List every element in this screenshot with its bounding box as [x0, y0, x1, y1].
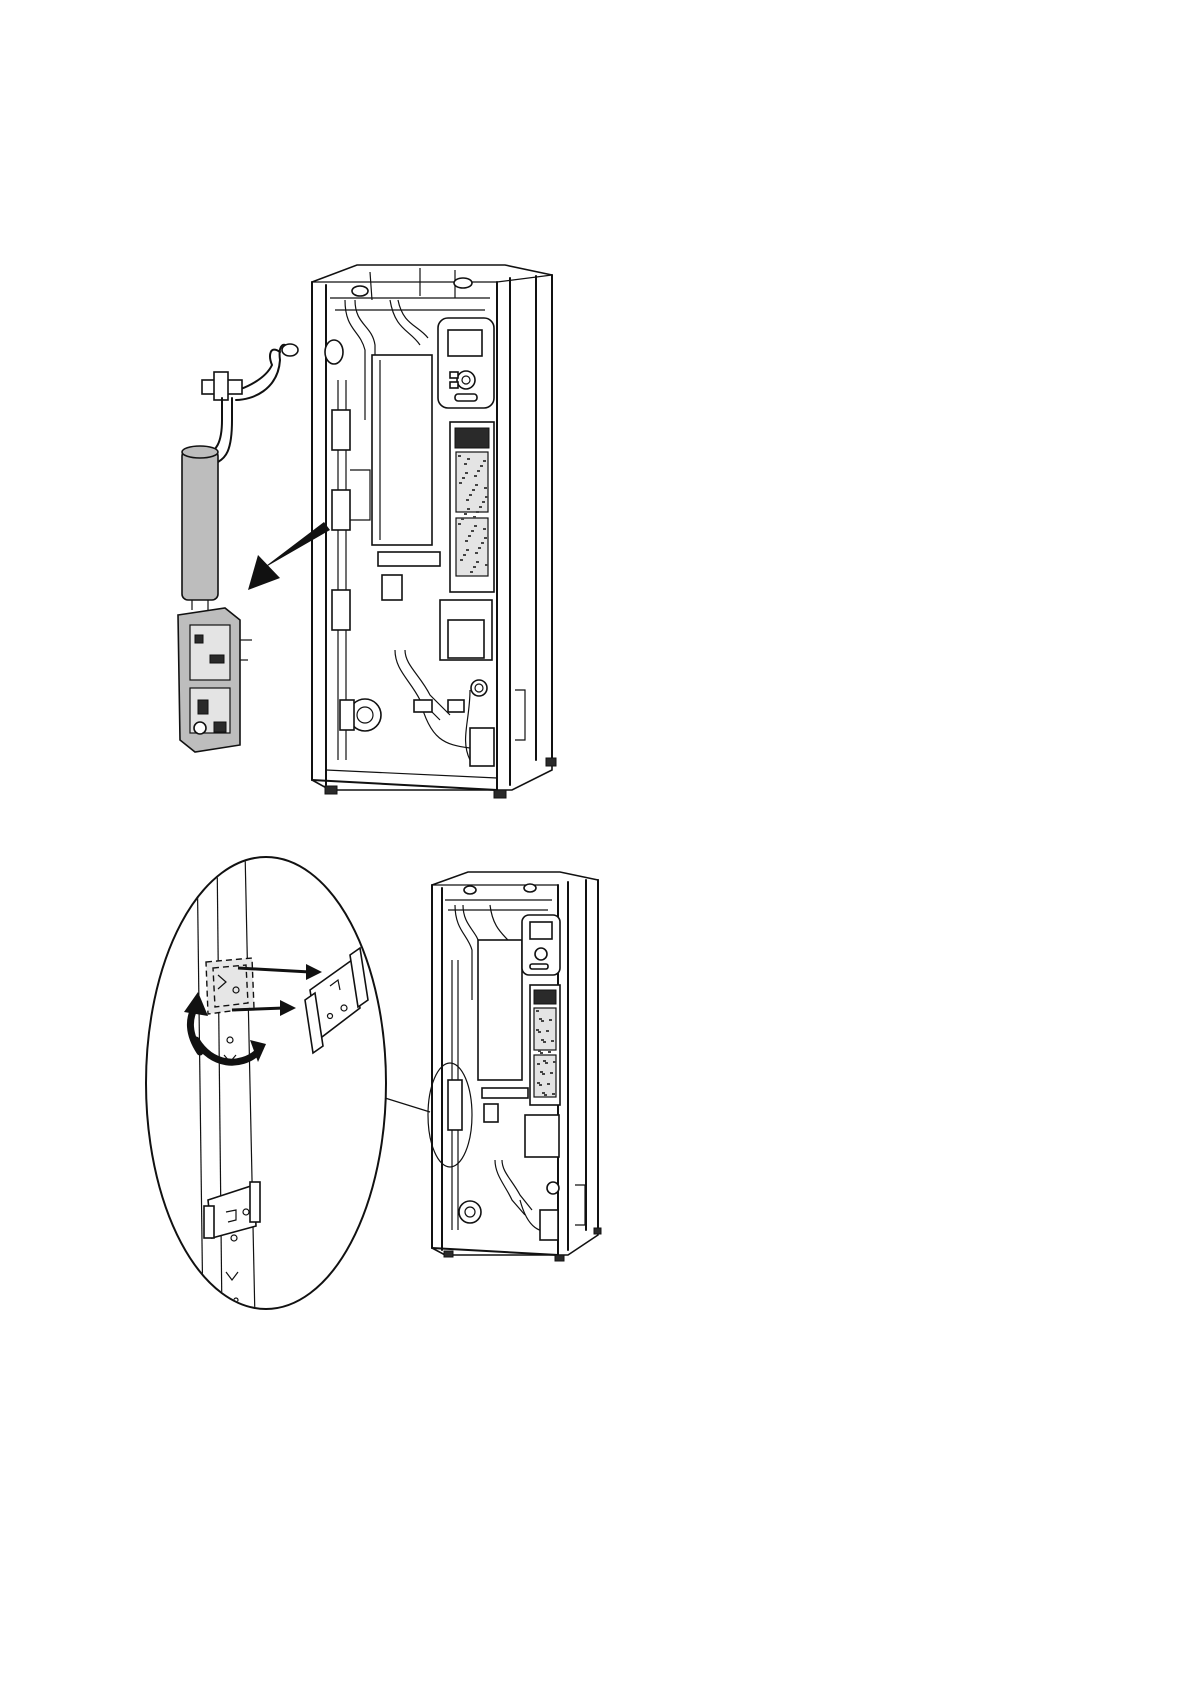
pcb-component — [473, 516, 476, 518]
pcb-component — [547, 1083, 550, 1085]
pcb-component — [480, 465, 483, 467]
pcb-component — [540, 1052, 543, 1054]
heat-pump-unit-top — [312, 265, 556, 798]
heat-pump-unit-bottom — [428, 872, 601, 1261]
pcb-component — [542, 1073, 545, 1075]
pcb-component — [458, 455, 461, 457]
pcb-component — [476, 511, 479, 513]
pcb-component — [464, 463, 467, 465]
pcb-component — [472, 489, 475, 491]
pcb-component — [473, 566, 476, 568]
pcb-component — [548, 1051, 551, 1053]
pcb-component — [476, 561, 479, 563]
pcb-component — [458, 523, 461, 525]
pcb-component — [543, 1060, 546, 1062]
pcb-component — [483, 460, 486, 462]
pcb-component — [540, 1071, 543, 1073]
pcb-component — [459, 482, 462, 484]
pcb-component — [541, 1020, 544, 1022]
pcb-component — [478, 547, 481, 549]
pcb-component — [477, 470, 480, 472]
pcb-component — [545, 1062, 548, 1064]
pcb-component — [485, 496, 488, 498]
pcb-component — [484, 537, 487, 539]
pcb-component — [460, 559, 463, 561]
pcb-component — [475, 552, 478, 554]
pcb-component — [462, 477, 465, 479]
pcb-component — [542, 1092, 545, 1094]
pcb-component — [467, 508, 470, 510]
pcb-component — [553, 1061, 556, 1063]
pcb-component — [550, 1072, 553, 1074]
pcb-component — [539, 1084, 542, 1086]
pcb-component — [474, 475, 477, 477]
pcb-component — [482, 501, 485, 503]
pcb-component — [541, 1039, 544, 1041]
pcb-component — [466, 499, 469, 501]
pcb-component — [474, 525, 477, 527]
pcb-component — [537, 1063, 540, 1065]
pcb-component — [466, 549, 469, 551]
pcb-component — [549, 1019, 552, 1021]
pcb-component — [536, 1029, 539, 1031]
pcb-component — [475, 484, 478, 486]
pcb-component — [479, 506, 482, 508]
pcb-component — [536, 1010, 539, 1012]
pcb-component — [537, 1082, 540, 1084]
pcb-component — [484, 487, 487, 489]
pcb-component — [551, 1040, 554, 1042]
pcb-component — [552, 1093, 555, 1095]
pcb-component — [538, 1050, 541, 1052]
pcb-component — [465, 472, 468, 474]
pcb-component — [463, 554, 466, 556]
removed-immersion-module — [178, 344, 298, 752]
pcb-component — [471, 530, 474, 532]
pcb-component — [470, 571, 473, 573]
pcb-component — [468, 535, 471, 537]
pcb-component — [538, 1031, 541, 1033]
pcb-component — [467, 458, 470, 460]
pcb-component — [469, 494, 472, 496]
pcb-component — [483, 528, 486, 530]
pcb-component — [543, 1041, 546, 1043]
pcb-component — [464, 513, 467, 515]
detail-leader-line — [385, 1098, 430, 1112]
pcb-component — [539, 1018, 542, 1020]
pcb-component — [544, 1094, 547, 1096]
pcb-component — [465, 540, 468, 542]
pcb-component — [461, 518, 464, 520]
pcb-component — [481, 542, 484, 544]
pcb-component — [485, 564, 488, 566]
detail-magnifier — [146, 850, 386, 1320]
pcb-component — [546, 1030, 549, 1032]
